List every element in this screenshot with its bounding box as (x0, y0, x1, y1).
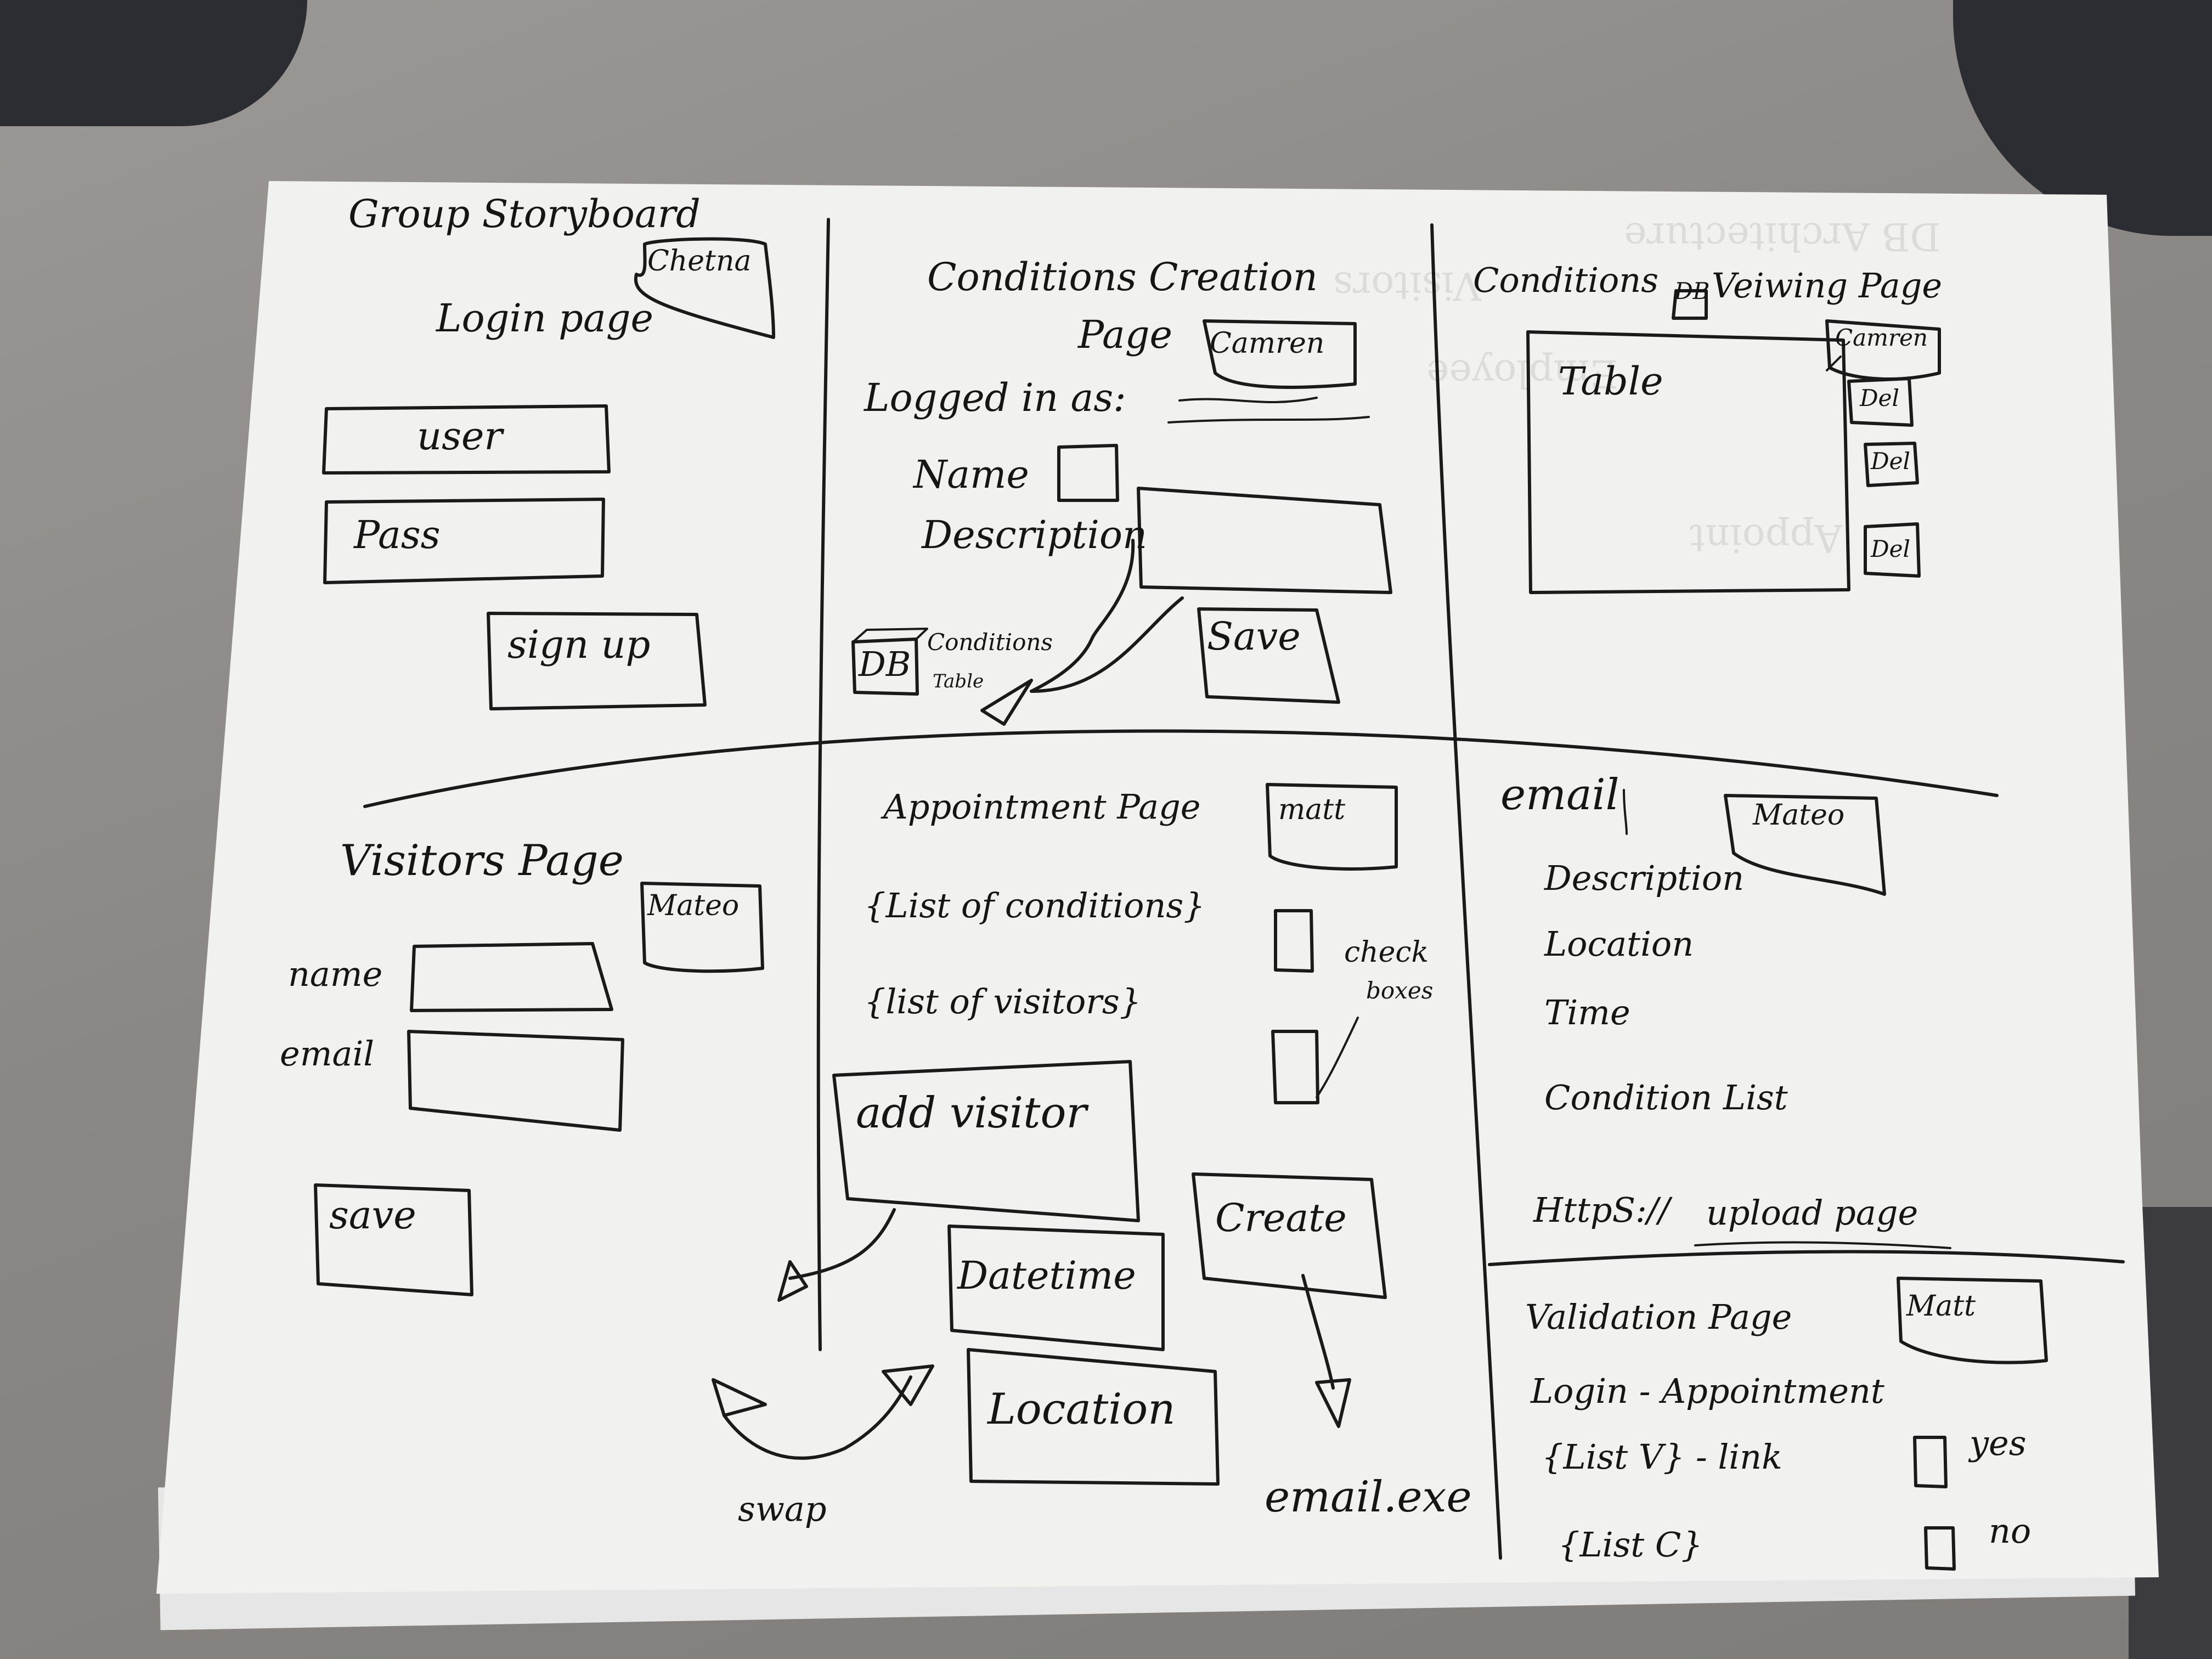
database-icon: DB (1674, 278, 1710, 304)
validation-author-tag: Matt (1906, 1290, 1976, 1323)
panel-dividers (363, 218, 2125, 1560)
upload-page-link[interactable]: upload page (1706, 1193, 1918, 1233)
description-label: Description (922, 512, 1148, 557)
checkboxes-note: check (1344, 936, 1429, 969)
email-field: Time (1544, 992, 1630, 1032)
conditions-viewing-heading: Conditions (1473, 260, 1659, 300)
password-field[interactable]: Pass (354, 512, 441, 557)
location-button[interactable]: Location (988, 1385, 1176, 1434)
ghost-line: DB Architecture (1624, 214, 1941, 259)
conditions-creation-heading: Conditions Creation (927, 255, 1318, 300)
login-author-tag: Chetna (647, 245, 752, 278)
delete-button[interactable]: Del (1860, 385, 1899, 411)
delete-button[interactable]: Del (1871, 448, 1910, 475)
conditions-table-label-line2: Table (933, 670, 984, 692)
appointment-author-tag: matt (1278, 793, 1346, 826)
conditions-list: {List of conditions} (864, 885, 1205, 926)
user-field[interactable]: user (417, 414, 503, 459)
save-button[interactable]: Save (1207, 614, 1301, 659)
visitors-heading: Visitors Page (340, 836, 624, 885)
sign-up-button[interactable]: sign up (507, 622, 651, 667)
validation-heading: Validation Page (1525, 1297, 1792, 1337)
datetime-button[interactable]: Datetime (957, 1253, 1136, 1298)
visitor-email-label: email (280, 1034, 375, 1074)
email-heading: email (1500, 770, 1620, 820)
name-label: Name (913, 452, 1029, 497)
create-button[interactable]: Create (1215, 1195, 1347, 1240)
visitors-author-tag: Mateo (647, 889, 740, 922)
conditions-creation-heading-line2: Page (1078, 312, 1172, 357)
visitors-list: {list of visitors} (864, 981, 1142, 1022)
email-field: Description (1544, 858, 1745, 898)
email-output: email.exe (1265, 1472, 1472, 1522)
conditions-creation-author-tag: Camren (1210, 327, 1325, 360)
yes-option[interactable]: yes (1970, 1423, 2027, 1463)
database-icon: DB (859, 644, 911, 684)
checkboxes-note-line2: boxes (1366, 977, 1434, 1004)
visitors-list-link[interactable]: {List V} - link (1542, 1437, 1782, 1477)
login-heading: Login page (436, 296, 653, 341)
email-author-tag: Mateo (1753, 799, 1845, 832)
appointment-heading: Appointment Page (883, 787, 1201, 827)
visitor-name-label: name (288, 954, 383, 994)
visitor-save-button[interactable]: save (329, 1193, 416, 1238)
conditions-table: Table (1558, 359, 1663, 404)
appointment-sketch (712, 783, 1398, 1486)
delete-button[interactable]: Del (1871, 535, 1910, 562)
conditions-viewing-author-tag: Camren (1835, 324, 1928, 351)
ghost-line: Appoint (1690, 516, 1842, 561)
visitors-sketch (314, 882, 764, 1296)
validation-sketch (1897, 1277, 2048, 1571)
ghost-line: Visitors (1333, 263, 1481, 308)
storyboard-title: Group Storyboard (348, 191, 701, 236)
conditions-viewing-heading-right: Veiwing Page (1712, 266, 1943, 306)
login-sketch (322, 237, 775, 710)
swap-label: swap (738, 1489, 827, 1529)
conditions-creation-sketch (851, 319, 1392, 726)
logged-in-label: Logged in as: (864, 375, 1126, 420)
email-field: Location (1544, 924, 1694, 964)
add-visitor-button[interactable]: add visitor (856, 1088, 1087, 1138)
email-field: Condition List (1544, 1077, 1788, 1118)
upload-link-prefix: HttpS:// (1533, 1190, 1670, 1230)
no-option[interactable]: no (1989, 1511, 2032, 1551)
conditions-table-label: Conditions (927, 629, 1053, 656)
conditions-list-summary: {List C} (1558, 1525, 1703, 1565)
email-sketch (1623, 789, 1951, 1249)
conditions-viewing-sketch (1526, 289, 1941, 594)
login-appointment-line: Login - Appointment (1531, 1371, 1884, 1411)
